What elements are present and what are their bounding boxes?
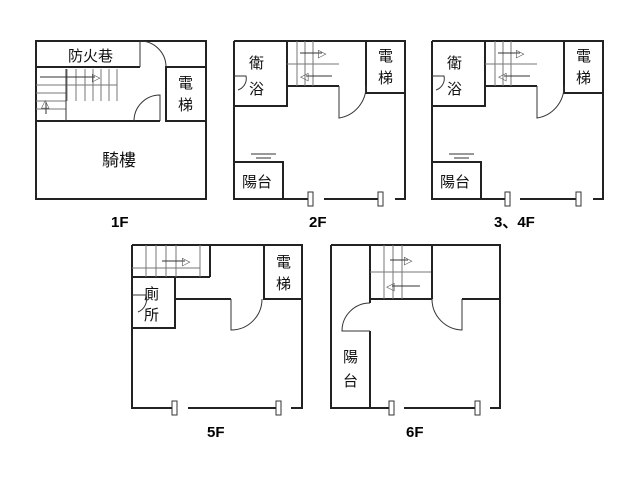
room-label-bath-bottom: 浴 bbox=[249, 80, 264, 98]
door-34f-stair bbox=[536, 85, 565, 119]
stair-arrow-right-icon: ▷ bbox=[404, 254, 413, 267]
door-5f-toilet bbox=[132, 294, 148, 313]
stair-arrow-up-icon: △ bbox=[41, 97, 50, 110]
elevator-shaft-1f bbox=[165, 66, 207, 122]
stair-arrow-right-icon: ▷ bbox=[516, 47, 525, 60]
room-label-elevator-bottom: 梯 bbox=[378, 69, 393, 87]
stair-arrow-right-icon: ▷ bbox=[92, 71, 101, 84]
elevator-shaft-2f bbox=[365, 40, 406, 94]
room-label-balcony-top: 陽 bbox=[343, 348, 358, 366]
room-label-elevator-top: 電 bbox=[276, 253, 291, 271]
room-label-bath-top: 衛 bbox=[249, 54, 264, 72]
room-label-bath-bottom: 浴 bbox=[447, 80, 462, 98]
window-2f-right bbox=[377, 191, 384, 207]
floor-label-2f: 2F bbox=[309, 214, 327, 231]
door-5f-main bbox=[230, 298, 263, 331]
door-6f-balcony bbox=[341, 302, 371, 332]
floor-plan-2f: ▷ ◁ 衛 浴 電 梯 陽台 bbox=[233, 40, 406, 207]
stair-1f: ▷ △ bbox=[36, 69, 160, 122]
window-6f-left bbox=[388, 400, 395, 416]
window-2f-left bbox=[307, 191, 314, 207]
stair-arrow-left-icon: ◁ bbox=[386, 280, 395, 293]
room-label-elevator-top: 電 bbox=[576, 47, 591, 65]
floor-label-6f: 6F bbox=[406, 424, 424, 441]
room-label-arcade: 騎樓 bbox=[102, 151, 136, 171]
room-label-elevator-bottom: 梯 bbox=[276, 275, 291, 293]
window-6f-right bbox=[474, 400, 481, 416]
room-label-elevator-top: 電 bbox=[378, 47, 393, 65]
window-34f-left bbox=[504, 191, 511, 207]
room-label-balcony-bottom: 台 bbox=[343, 372, 358, 390]
window-5f-right bbox=[275, 400, 282, 416]
room-label-fire-alley: 防火巷 bbox=[68, 47, 113, 65]
floor-plan-6f: ▷ ◁ 陽 台 bbox=[330, 244, 501, 416]
stair-6f: ▷ ◁ bbox=[369, 245, 433, 303]
stair-3-4f: ▷ ◁ bbox=[485, 41, 537, 87]
room-label-balcony: 陽台 bbox=[242, 173, 272, 191]
floor-plan-3-4f: ▷ ◁ 衛 浴 電 梯 陽台 bbox=[431, 40, 604, 207]
door-6f-main bbox=[431, 298, 463, 331]
elevator-shaft-34f bbox=[563, 40, 604, 94]
door-2f-bath bbox=[234, 75, 247, 91]
stair-arrow-left-icon: ◁ bbox=[300, 70, 309, 83]
window-5f-left bbox=[171, 400, 178, 416]
floor-plan-1f: ▷ △ 防火巷 電 梯 騎樓 bbox=[35, 40, 207, 200]
stair-2f: ▷ ◁ bbox=[287, 41, 339, 87]
floor-plan-5f: ▷ 廁 所 電 梯 bbox=[131, 244, 303, 416]
room-label-elevator-top: 電 bbox=[178, 74, 193, 92]
room-label-balcony: 陽台 bbox=[440, 173, 470, 191]
room-label-bath-top: 衛 bbox=[447, 54, 462, 72]
room-label-toilet-top: 廁 bbox=[144, 285, 159, 303]
room-label-elevator-bottom: 梯 bbox=[178, 96, 193, 114]
floor-label-5f: 5F bbox=[207, 424, 225, 441]
room-label-elevator-bottom: 梯 bbox=[576, 69, 591, 87]
door-1f-alley bbox=[139, 40, 167, 68]
stair-arrow-left-icon: ◁ bbox=[498, 70, 507, 83]
window-34f-right bbox=[575, 191, 582, 207]
door-34f-bath bbox=[432, 75, 445, 91]
stair-arrow-right-icon: ▷ bbox=[318, 47, 327, 60]
elevator-shaft-5f bbox=[263, 244, 303, 300]
stair-arrow-right-icon: ▷ bbox=[182, 255, 191, 268]
door-2f-stair bbox=[338, 85, 367, 119]
room-label-toilet-bottom: 所 bbox=[144, 306, 159, 324]
floor-label-1f: 1F bbox=[111, 214, 129, 231]
door-1f-stair bbox=[133, 94, 161, 122]
floor-label-3-4f: 3、4F bbox=[494, 214, 535, 231]
stair-5f: ▷ bbox=[132, 245, 211, 278]
